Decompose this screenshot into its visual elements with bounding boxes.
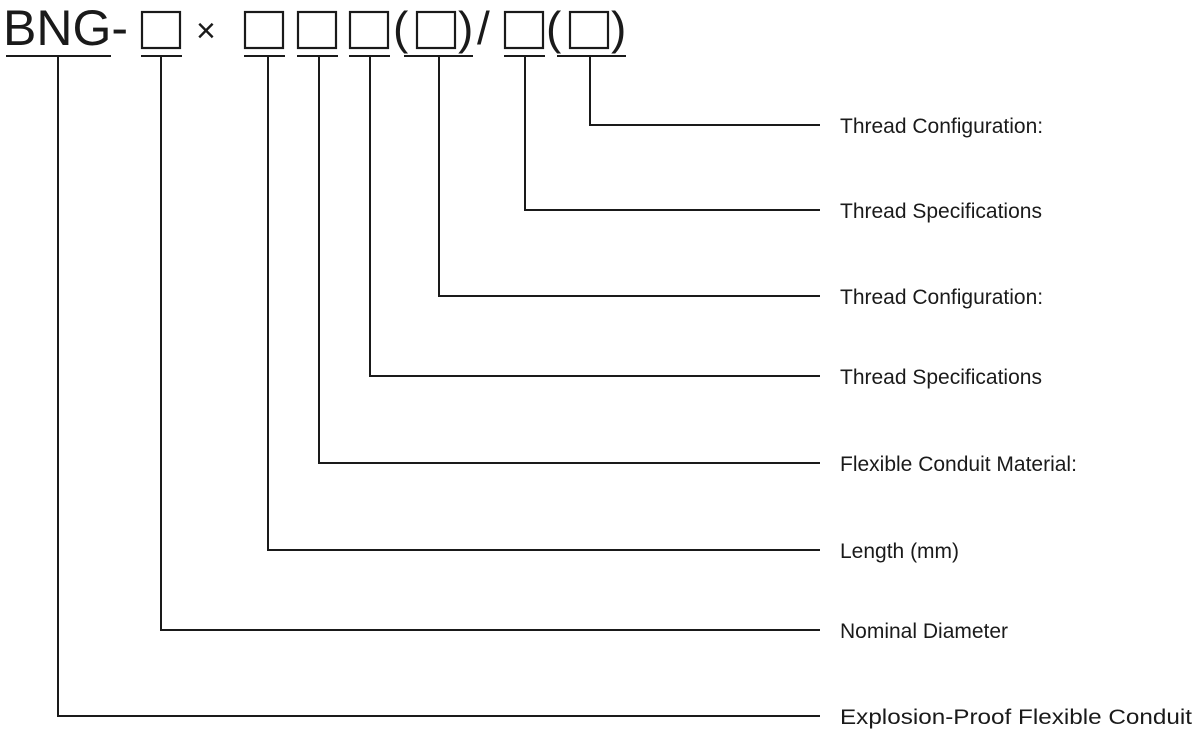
label-product-name: Explosion-Proof Flexible Conduit bbox=[840, 706, 1192, 729]
slot-box-thread-spec-2 bbox=[503, 10, 545, 50]
code-slash: / bbox=[477, 2, 490, 54]
slot-box-thread-config-1 bbox=[415, 10, 457, 50]
code-times-sign: × bbox=[196, 12, 216, 50]
leader-thread-config-2 bbox=[589, 56, 820, 126]
slot-box-thread-spec-1 bbox=[348, 10, 390, 50]
label-length: Length (mm) bbox=[840, 540, 959, 563]
label-thread-spec-2: Thread Specifications bbox=[840, 200, 1042, 223]
code-close-paren-1: ) bbox=[458, 2, 473, 54]
slot-box-material bbox=[296, 10, 338, 50]
leader-length bbox=[267, 56, 820, 551]
leader-thread-config-1 bbox=[438, 56, 820, 297]
slot-box-diameter bbox=[140, 10, 182, 50]
label-thread-config-2: Thread Configuration: bbox=[840, 115, 1043, 138]
label-diameter: Nominal Diameter bbox=[840, 620, 1008, 643]
code-close-paren-2: ) bbox=[611, 2, 626, 54]
code-prefix: BNG- bbox=[3, 0, 128, 56]
code-open-paren-1: ( bbox=[393, 2, 409, 54]
slot-box-thread-config-2 bbox=[568, 10, 610, 50]
label-thread-spec-1: Thread Specifications bbox=[840, 366, 1042, 389]
leader-material bbox=[318, 56, 820, 464]
leader-thread-spec-2 bbox=[524, 56, 820, 211]
leader-prefix bbox=[57, 56, 820, 717]
model-code: BNG- × ( ) / ( ) bbox=[3, 0, 626, 56]
slot-box-length bbox=[243, 10, 285, 50]
code-open-paren-2: ( bbox=[546, 2, 562, 54]
label-thread-config-1: Thread Configuration: bbox=[840, 286, 1043, 309]
leader-thread-spec-1 bbox=[369, 56, 820, 377]
leader-diameter bbox=[160, 56, 820, 631]
label-material: Flexible Conduit Material: bbox=[840, 453, 1077, 476]
leader-lines bbox=[57, 56, 820, 717]
labels: Thread Configuration: Thread Specificati… bbox=[840, 115, 1192, 729]
